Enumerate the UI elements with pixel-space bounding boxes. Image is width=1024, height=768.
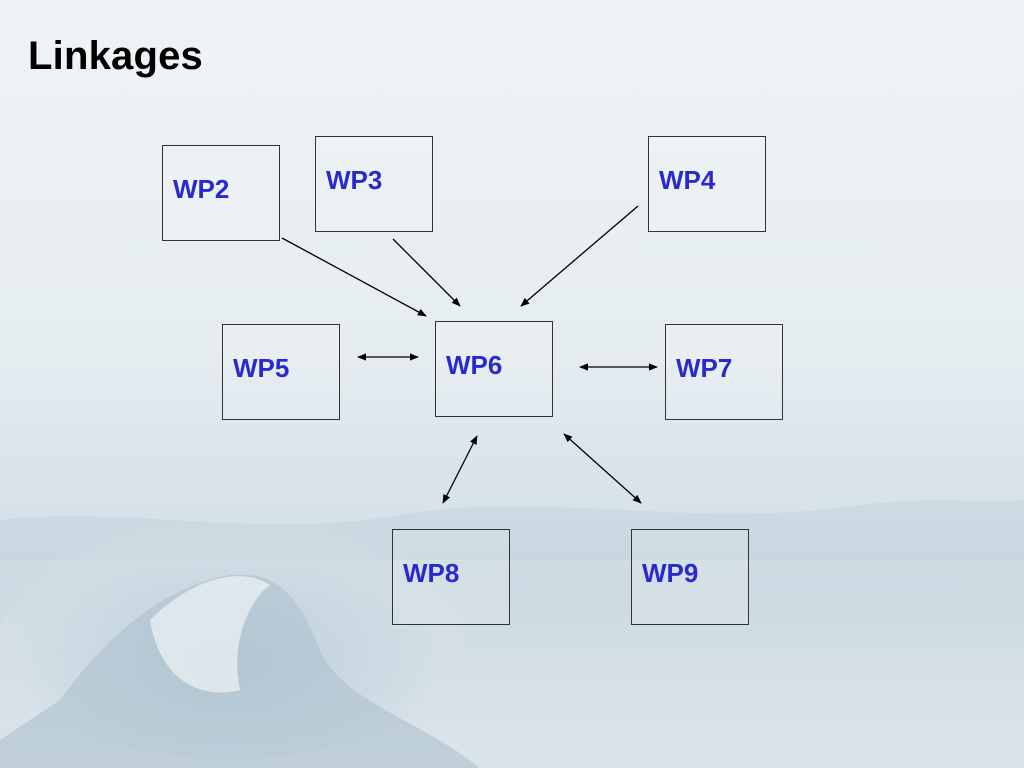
node-label: WP5 — [233, 353, 290, 383]
node-label: WP4 — [659, 165, 716, 195]
slide-title: Linkages — [28, 34, 203, 78]
node-label: WP3 — [326, 165, 383, 195]
node-label: WP8 — [403, 558, 460, 588]
node-wp2: WP2 — [162, 145, 280, 241]
node-wp6: WP6 — [435, 321, 553, 417]
node-label: WP6 — [446, 350, 503, 380]
node-label: WP7 — [676, 353, 733, 383]
node-wp3: WP3 — [315, 136, 433, 232]
edge-wp6-wp8 — [442, 435, 478, 504]
edge-wp4-wp6 — [520, 205, 639, 307]
node-wp5: WP5 — [222, 324, 340, 420]
node-label: WP9 — [642, 558, 699, 588]
edge-wp2-wp6 — [281, 237, 427, 317]
edge-wp6-wp9 — [563, 433, 642, 504]
edge-wp3-wp6 — [392, 238, 461, 307]
node-wp8: WP8 — [392, 529, 510, 625]
node-wp4: WP4 — [648, 136, 766, 232]
node-label: WP2 — [173, 174, 230, 204]
node-wp7: WP7 — [665, 324, 783, 420]
node-wp9: WP9 — [631, 529, 749, 625]
